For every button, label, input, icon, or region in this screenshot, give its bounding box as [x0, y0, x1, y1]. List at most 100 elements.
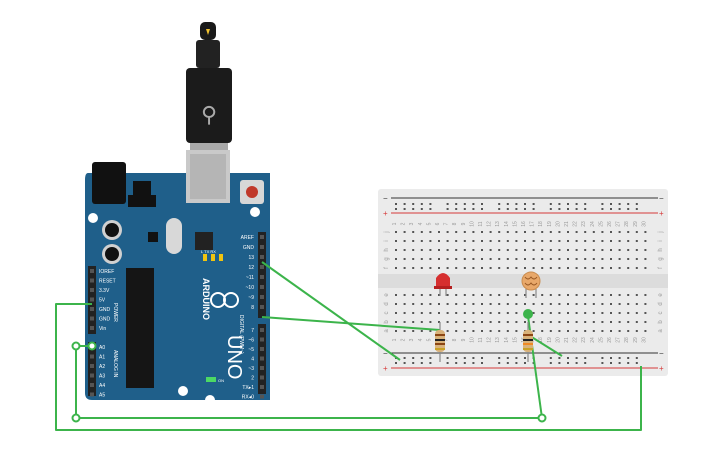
breadboard-hole[interactable] [429, 258, 432, 260]
breadboard-hole[interactable] [395, 294, 397, 296]
breadboard-hole[interactable] [618, 294, 621, 296]
breadboard-hole[interactable] [481, 312, 483, 314]
header-pin[interactable] [90, 364, 94, 368]
breadboard-hole[interactable] [558, 312, 561, 314]
breadboard-hole[interactable] [498, 312, 501, 314]
breadboard-hole[interactable] [532, 303, 535, 305]
breadboard-hole[interactable] [446, 258, 449, 260]
header-pin[interactable] [260, 328, 264, 332]
breadboard-hole[interactable] [575, 312, 578, 314]
breadboard-hole[interactable] [635, 321, 638, 323]
header-pin[interactable] [260, 265, 264, 269]
breadboard-hole[interactable] [515, 312, 518, 314]
breadboard-hole[interactable] [575, 330, 578, 332]
breadboard-hole[interactable] [610, 249, 612, 251]
rail-hole[interactable] [627, 208, 630, 210]
breadboard-hole[interactable] [592, 294, 595, 296]
breadboard-hole[interactable] [420, 294, 423, 296]
breadboard-hole[interactable] [455, 330, 458, 332]
breadboard-hole[interactable] [618, 312, 621, 314]
rail-hole[interactable] [627, 357, 630, 359]
rail-hole[interactable] [558, 203, 561, 205]
rail-hole[interactable] [575, 203, 578, 205]
breadboard-hole[interactable] [515, 249, 518, 251]
breadboard-hole[interactable] [429, 231, 432, 233]
rail-hole[interactable] [506, 362, 509, 364]
rail-hole[interactable] [558, 357, 561, 359]
rail-hole[interactable] [601, 203, 604, 205]
breadboard-hole[interactable] [541, 330, 544, 332]
arduino-board[interactable]: L TX RX ON ARDUINO UNO DIGITAL (PWM~) AR… [85, 150, 270, 405]
breadboard-hole[interactable] [541, 249, 544, 251]
rail-hole[interactable] [524, 203, 526, 205]
breadboard-hole[interactable] [489, 303, 492, 305]
header-pin[interactable] [260, 295, 264, 299]
rail-hole[interactable] [575, 357, 578, 359]
breadboard-hole[interactable] [455, 267, 458, 269]
breadboard-hole[interactable] [472, 231, 475, 233]
rail-hole[interactable] [498, 208, 501, 210]
rail-hole[interactable] [403, 362, 406, 364]
breadboard-hole[interactable] [481, 321, 483, 323]
wire-node[interactable] [87, 341, 97, 351]
breadboard-hole[interactable] [472, 267, 475, 269]
breadboard-hole[interactable] [575, 321, 578, 323]
breadboard-hole[interactable] [575, 249, 578, 251]
breadboard-hole[interactable] [524, 240, 526, 242]
breadboard-hole[interactable] [429, 312, 432, 314]
breadboard-hole[interactable] [584, 267, 587, 269]
breadboard-hole[interactable] [541, 312, 544, 314]
breadboard-hole[interactable] [481, 258, 483, 260]
breadboard-hole[interactable] [403, 249, 406, 251]
breadboard-hole[interactable] [412, 231, 415, 233]
breadboard-hole[interactable] [601, 240, 604, 242]
breadboard-hole[interactable] [429, 240, 432, 242]
breadboard-hole[interactable] [532, 294, 535, 296]
breadboard-hole[interactable] [610, 294, 612, 296]
breadboard-hole[interactable] [463, 231, 466, 233]
breadboard-hole[interactable] [403, 267, 406, 269]
rail-hole[interactable] [610, 208, 612, 210]
breadboard-hole[interactable] [635, 249, 638, 251]
breadboard-hole[interactable] [446, 321, 449, 323]
breadboard-hole[interactable] [455, 258, 458, 260]
header-pin[interactable] [260, 366, 264, 370]
rail-hole[interactable] [549, 362, 552, 364]
rail-hole[interactable] [429, 203, 432, 205]
rail-hole[interactable] [549, 203, 552, 205]
breadboard-hole[interactable] [438, 231, 440, 233]
wire-gnd-to-breadboard[interactable] [261, 261, 401, 361]
breadboard-hole[interactable] [403, 330, 406, 332]
header-pin[interactable] [260, 245, 264, 249]
breadboard-hole[interactable] [610, 258, 612, 260]
breadboard-hole[interactable] [498, 258, 501, 260]
breadboard-hole[interactable] [635, 330, 638, 332]
breadboard-hole[interactable] [395, 303, 397, 305]
breadboard-hole[interactable] [515, 294, 518, 296]
breadboard-hole[interactable] [446, 330, 449, 332]
breadboard-hole[interactable] [489, 267, 492, 269]
breadboard-hole[interactable] [610, 312, 612, 314]
header-pin[interactable] [90, 316, 94, 321]
breadboard-hole[interactable] [549, 303, 552, 305]
rail-hole[interactable] [455, 208, 458, 210]
rail-hole[interactable] [463, 362, 466, 364]
rail-hole[interactable] [575, 208, 578, 210]
breadboard-hole[interactable] [532, 267, 535, 269]
header-pin[interactable] [260, 394, 264, 399]
breadboard-hole[interactable] [438, 240, 440, 242]
breadboard-hole[interactable] [558, 249, 561, 251]
breadboard-hole[interactable] [541, 267, 544, 269]
breadboard-hole[interactable] [481, 303, 483, 305]
breadboard-hole[interactable] [429, 267, 432, 269]
rail-hole[interactable] [618, 208, 621, 210]
breadboard-hole[interactable] [627, 321, 630, 323]
breadboard-hole[interactable] [472, 294, 475, 296]
usb-cable[interactable]: ⚲ [186, 22, 232, 153]
breadboard-hole[interactable] [627, 330, 630, 332]
breadboard-hole[interactable] [601, 267, 604, 269]
rail-hole[interactable] [524, 357, 526, 359]
breadboard-hole[interactable] [515, 258, 518, 260]
breadboard-hole[interactable] [532, 249, 535, 251]
breadboard-hole[interactable] [472, 321, 475, 323]
